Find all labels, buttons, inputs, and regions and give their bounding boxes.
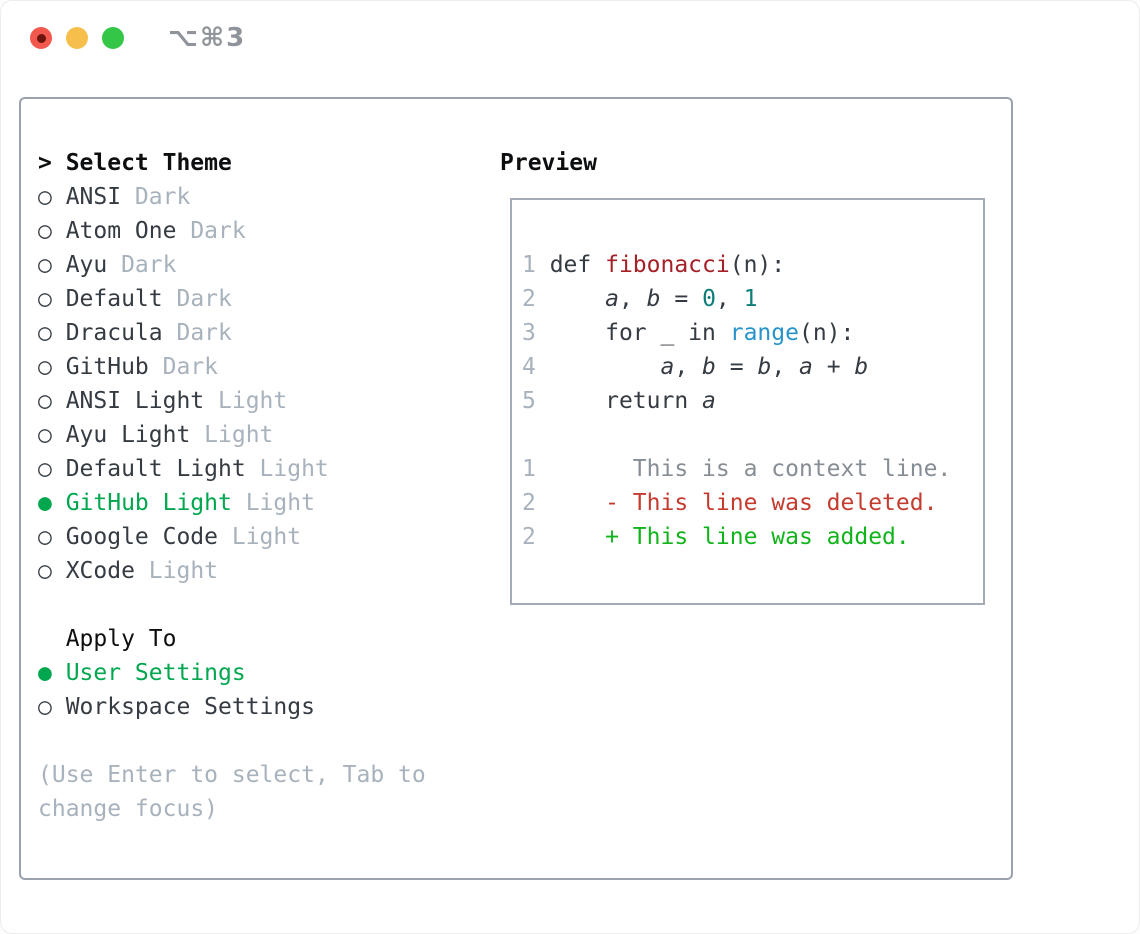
close-dot-icon [36, 33, 46, 43]
theme-option-ansi-dark[interactable]: ○ ANSI Dark [38, 180, 426, 214]
preview-line: 2 + This line was added. [522, 524, 910, 550]
titlebar: ⌥⌘3 [30, 23, 247, 53]
theme-variant-badge: Light [259, 456, 329, 482]
keyboard-hint-line2: change focus) [38, 796, 219, 822]
minimize-button[interactable] [66, 27, 88, 49]
theme-name: ANSI [65, 184, 122, 210]
theme-name: ANSI Light [65, 388, 205, 414]
theme-name: XCode [65, 558, 135, 584]
radio-icon: ○ [38, 388, 52, 414]
radio-icon: ○ [38, 524, 52, 550]
apply-to-title: Apply To [65, 626, 177, 652]
theme-name: Default Light [65, 456, 246, 482]
preview-line: 5 return a [522, 388, 716, 414]
apply-option-label: Workspace Settings [65, 694, 315, 720]
theme-option-atom-one-dark[interactable]: ○ Atom One Dark [38, 214, 426, 248]
preview-line: 1 This is a context line. [522, 456, 952, 482]
apply-option-user-settings[interactable]: ● User Settings [38, 656, 426, 690]
zoom-button[interactable] [102, 27, 124, 49]
theme-name: Dracula [65, 320, 163, 346]
preview-title: Preview [500, 150, 597, 176]
theme-name: Default [65, 286, 163, 312]
theme-name: Ayu [65, 252, 108, 278]
window-title: ⌥⌘3 [168, 23, 247, 53]
apply-option-label: User Settings [65, 660, 246, 686]
theme-variant-badge: Dark [121, 252, 177, 278]
radio-selected-icon: ● [38, 660, 52, 686]
theme-option-github-dark[interactable]: ○ GitHub Dark [38, 350, 426, 384]
theme-name: Ayu Light [65, 422, 191, 448]
radio-icon: ○ [38, 218, 52, 244]
theme-variant-badge: Light [245, 490, 315, 516]
theme-variant-badge: Light [148, 558, 219, 584]
preview-box: 1 def fibonacci(n): 2 a, b = 0, 1 3 for _ … [510, 198, 985, 605]
preview-line: 2 - This line was deleted. [522, 490, 938, 516]
radio-icon: ○ [38, 354, 52, 380]
theme-variant-badge: Dark [190, 218, 246, 244]
theme-name: Atom One [65, 218, 177, 244]
radio-icon: ○ [38, 252, 52, 278]
close-button[interactable] [30, 27, 52, 49]
keyboard-hint-line1: (Use Enter to select, Tab to [38, 762, 426, 788]
theme-variant-badge: Light [231, 524, 302, 550]
theme-option-ayu-dark[interactable]: ○ Ayu Dark [38, 248, 426, 282]
radio-icon: ○ [38, 422, 52, 448]
theme-variant-badge: Dark [162, 354, 219, 380]
preview-line: 4 a, b = b, a + b [522, 354, 869, 380]
spacer-row [38, 724, 426, 758]
radio-icon: ○ [38, 694, 52, 720]
spacer-row [38, 588, 426, 622]
theme-variant-badge: Dark [134, 184, 191, 210]
theme-option-ayu-light[interactable]: ○ Ayu Light Light [38, 418, 426, 452]
theme-variant-badge: Light [218, 388, 288, 414]
preview-line [522, 418, 975, 452]
theme-name: Google Code [65, 524, 219, 550]
theme-variant-badge: Dark [176, 286, 232, 312]
theme-option-dracula-dark[interactable]: ○ Dracula Dark [38, 316, 426, 350]
apply-to-header: Apply To [38, 622, 426, 656]
preview-line [522, 214, 975, 248]
preview-column: Preview 1 def fibonacci(n): 2 a, b = 0, 1… [500, 146, 985, 605]
theme-option-github-light[interactable]: ● GitHub Light Light [38, 486, 426, 520]
preview-line: 1 def fibonacci(n): [522, 252, 786, 278]
apply-option-workspace-settings[interactable]: ○ Workspace Settings [38, 690, 426, 724]
theme-option-default-dark[interactable]: ○ Default Dark [38, 282, 426, 316]
radio-selected-icon: ● [38, 490, 52, 516]
theme-name: GitHub [65, 354, 149, 380]
prompt-icon: > [38, 150, 52, 176]
radio-icon: ○ [38, 456, 52, 482]
theme-option-default-light[interactable]: ○ Default Light Light [38, 452, 426, 486]
preview-line: 2 a, b = 0, 1 [522, 286, 758, 312]
theme-option-google-code[interactable]: ○ Google Code Light [38, 520, 426, 554]
radio-icon: ○ [38, 558, 52, 584]
radio-icon: ○ [38, 320, 52, 346]
theme-option-ansi-light[interactable]: ○ ANSI Light Light [38, 384, 426, 418]
theme-list-header: > Select Theme [38, 146, 426, 180]
radio-icon: ○ [38, 184, 52, 210]
theme-name: GitHub Light [65, 490, 232, 516]
radio-icon: ○ [38, 286, 52, 312]
preview-line: 3 for _ in range(n): [522, 320, 855, 346]
theme-variant-badge: Light [204, 422, 274, 448]
theme-variant-badge: Dark [176, 320, 232, 346]
theme-option-xcode[interactable]: ○ XCode Light [38, 554, 426, 588]
theme-list-title: Select Theme [65, 150, 232, 176]
